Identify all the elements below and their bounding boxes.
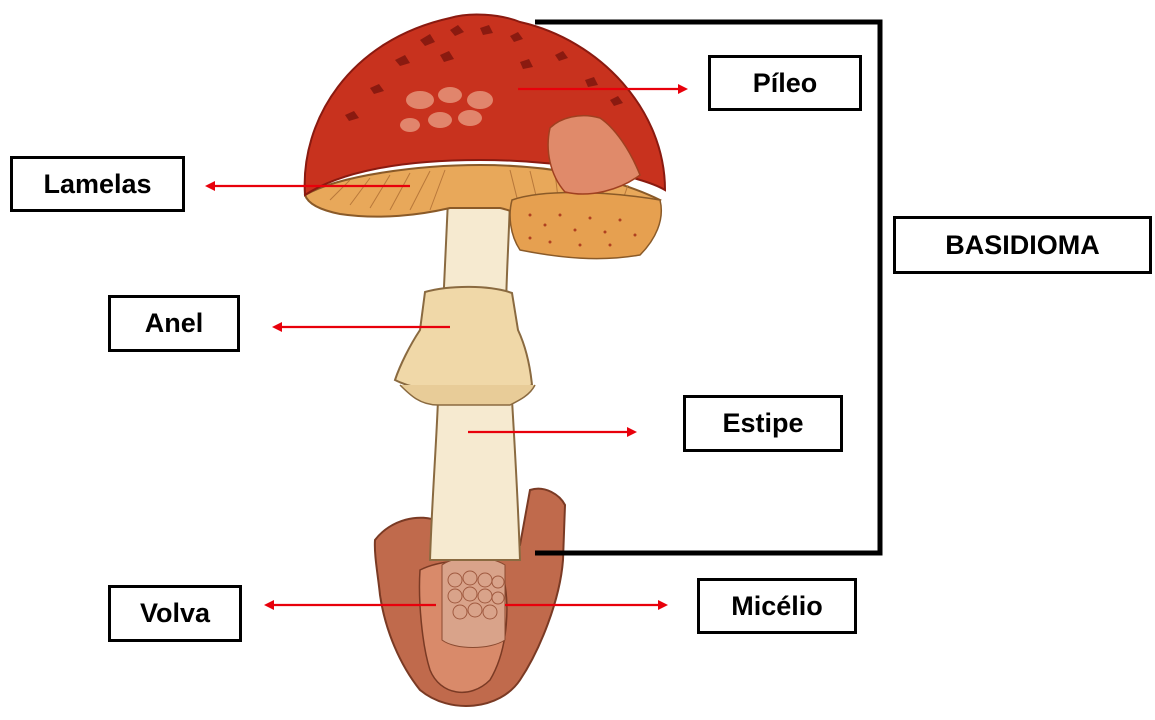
label-volva: Volva <box>108 585 242 642</box>
label-pileo: Píleo <box>708 55 862 111</box>
label-estipe: Estipe <box>683 395 843 452</box>
mycelium-illustration <box>442 558 505 648</box>
label-lamelas: Lamelas <box>10 156 185 212</box>
label-basidioma: BASIDIOMA <box>893 216 1152 274</box>
label-micelio: Micélio <box>697 578 857 634</box>
annulus-illustration <box>395 287 535 405</box>
label-anel: Anel <box>108 295 240 352</box>
